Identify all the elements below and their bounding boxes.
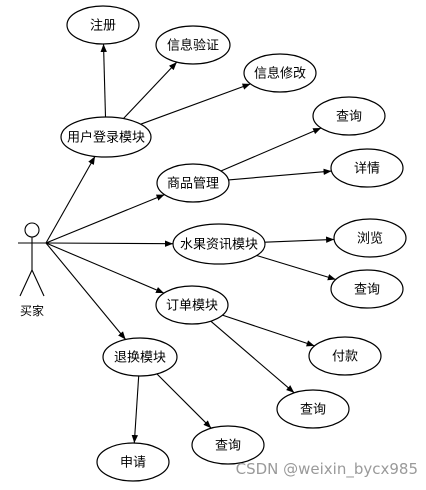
use-case-label: 申请	[120, 456, 146, 471]
use-case-login: 用户登录模块	[60, 116, 152, 158]
edge-order-to-order_pay	[222, 314, 315, 347]
use-case-ellipse	[172, 223, 266, 265]
use-case-refund-apply: 申请	[96, 442, 170, 482]
use-case-ellipse	[102, 337, 178, 377]
use-case-label: 水果资讯模块	[180, 238, 258, 253]
use-case-label: 查询	[215, 439, 241, 454]
use-case-label: 商品管理	[167, 177, 219, 192]
use-case-label: 详情	[354, 162, 380, 177]
actor-head	[24, 222, 40, 238]
use-case-verify: 信息验证	[155, 25, 231, 65]
use-case-goods: 商品管理	[156, 163, 230, 203]
actor-right-leg	[31, 269, 45, 297]
use-case-order: 订单模块	[155, 285, 229, 325]
edge-fruit_info-to-fruit_browse	[264, 236, 335, 243]
use-case-ellipse	[333, 218, 407, 258]
use-case-modify: 信息修改	[243, 53, 317, 93]
use-case-refund-query: 查询	[191, 425, 265, 465]
use-case-label: 查询	[354, 283, 380, 298]
actor-label: 买家	[20, 303, 44, 318]
edge-order-to-order_query	[210, 320, 295, 394]
use-case-label: 退换模块	[114, 351, 166, 366]
use-case-ellipse	[60, 116, 152, 158]
use-case-fruit-info: 水果资讯模块	[172, 223, 266, 265]
use-case-goods-detail: 详情	[330, 148, 404, 188]
edge-buyer-to-order	[45, 242, 165, 294]
edge-refund-to-refund_apply	[131, 375, 140, 444]
edge-goods-to-goods_detail	[228, 168, 332, 181]
use-case-label: 信息验证	[167, 38, 219, 54]
use-case-ellipse	[66, 5, 140, 45]
use-case-fruit-browse: 浏览	[333, 218, 407, 258]
edge-goods-to-goods_query	[220, 127, 322, 172]
use-case-ellipse	[156, 163, 230, 203]
actor-buyer: 买家	[18, 222, 46, 318]
use-case-order-query: 查询	[276, 389, 350, 429]
edge-buyer-to-fruit_info	[45, 240, 174, 247]
use-case-label: 注册	[90, 19, 116, 34]
edge-buyer-to-goods	[45, 194, 165, 244]
edge-buyer-to-refund	[45, 242, 127, 340]
use-case-register: 注册	[66, 5, 140, 45]
use-case-label: 用户登录模块	[67, 130, 145, 146]
use-case-label: 信息修改	[254, 66, 306, 82]
use-case-ellipse	[243, 53, 317, 93]
use-case-ellipse	[330, 148, 404, 188]
use-case-refund: 退换模块	[102, 337, 178, 377]
use-case-label: 浏览	[357, 231, 383, 247]
use-case-goods-query: 查询	[312, 96, 386, 136]
edge-buyer-to-login	[45, 156, 96, 244]
edge-login-to-register	[100, 43, 107, 118]
actor-left-leg	[19, 269, 33, 297]
use-case-ellipse	[330, 269, 404, 309]
nodes-layer: 用户登录模块注册信息验证信息修改商品管理查询详情水果资讯模块浏览查询订单模块付款…	[60, 5, 407, 482]
edge-fruit_info-to-fruit_query	[256, 254, 336, 281]
use-case-ellipse	[308, 336, 382, 376]
watermark-text: CSDN @weixin_bycx985	[236, 460, 418, 479]
use-case-ellipse	[96, 442, 170, 482]
use-case-label: 付款	[332, 350, 358, 365]
edges-layer	[45, 43, 336, 444]
use-case-ellipse	[155, 285, 229, 325]
use-case-ellipse	[276, 389, 350, 429]
use-case-ellipse	[191, 425, 265, 465]
use-case-label: 订单模块	[166, 299, 218, 314]
use-case-order-pay: 付款	[308, 336, 382, 376]
edge-login-to-modify	[140, 83, 251, 125]
use-case-fruit-query: 查询	[330, 269, 404, 309]
edge-login-to-verify	[123, 61, 178, 119]
edge-refund-to-refund_query	[156, 373, 212, 429]
use-case-label: 查询	[336, 110, 362, 125]
use-case-ellipse	[155, 25, 231, 65]
use-case-label: 查询	[300, 403, 326, 418]
use-case-ellipse	[312, 96, 386, 136]
